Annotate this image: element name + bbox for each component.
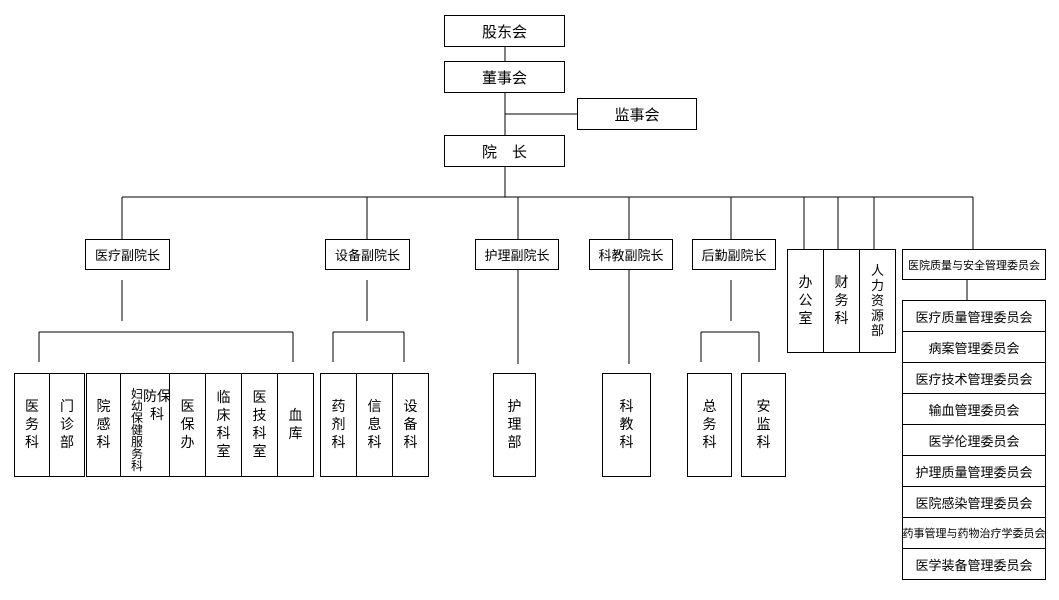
maternal-child-health-dept: 妇幼保健服务科 防保 科 <box>120 373 171 477</box>
blood-bank-dept: 血 库 <box>277 373 314 477</box>
shareholders-node: 股东会 <box>444 15 565 47</box>
insurance-office-dept: 医 保 办 <box>169 373 206 477</box>
infection-control-dept: 院 感 科 <box>86 373 121 477</box>
prevention-health-label: 防保 科 <box>143 389 171 423</box>
outpatient-dept: 门 诊 部 <box>49 373 85 477</box>
finance-office-node: 财 务 科 <box>823 249 860 353</box>
committee-item: 医院感染管理委员会 <box>902 486 1046 518</box>
safety-supervision-dept: 安 监 科 <box>741 373 786 477</box>
it-dept: 信 息 科 <box>356 373 393 477</box>
general-affairs-dept: 总 务 科 <box>687 373 732 477</box>
hr-office-node: 人 力 资 源 部 <box>859 249 896 353</box>
quality-safety-committee-node: 医院质量与安全管理委员会 <box>902 249 1046 280</box>
committee-item: 医学伦理委员会 <box>902 424 1046 456</box>
pharmacy-dept: 药 剂 科 <box>320 373 357 477</box>
nursing-dept: 护 理 部 <box>493 373 536 477</box>
committee-item: 输血管理委员会 <box>902 393 1046 425</box>
board-node: 董事会 <box>444 61 565 93</box>
president-node: 院 长 <box>444 135 565 167</box>
maternal-child-health-label: 妇幼保健服务科 <box>130 387 143 473</box>
medical-vp-node: 医疗副院长 <box>85 239 170 270</box>
committee-item: 医疗技术管理委员会 <box>902 362 1046 394</box>
committee-item: 药事管理与药物治疗学委员会 <box>902 517 1046 549</box>
logistics-vp-node: 后勤副院长 <box>692 239 776 270</box>
education-dept: 科 教 科 <box>602 373 651 477</box>
medical-affairs-dept: 医 务 科 <box>14 373 50 477</box>
committee-item: 护理质量管理委员会 <box>902 455 1046 487</box>
committee-item: 医学装备管理委员会 <box>902 548 1046 580</box>
supervisors-node: 监事会 <box>577 98 697 130</box>
nursing-vp-node: 护理副院长 <box>475 239 559 270</box>
clinical-depts: 临 床 科 室 <box>205 373 242 477</box>
equipment-dept: 设 备 科 <box>392 373 429 477</box>
medical-tech-depts: 医 技 科 室 <box>241 373 278 477</box>
education-vp-node: 科教副院长 <box>589 239 673 270</box>
equipment-vp-node: 设备副院长 <box>325 239 410 270</box>
committee-item: 医疗质量管理委员会 <box>902 300 1046 332</box>
admin-office-node: 办 公 室 <box>787 249 824 353</box>
committee-item: 病案管理委员会 <box>902 331 1046 363</box>
